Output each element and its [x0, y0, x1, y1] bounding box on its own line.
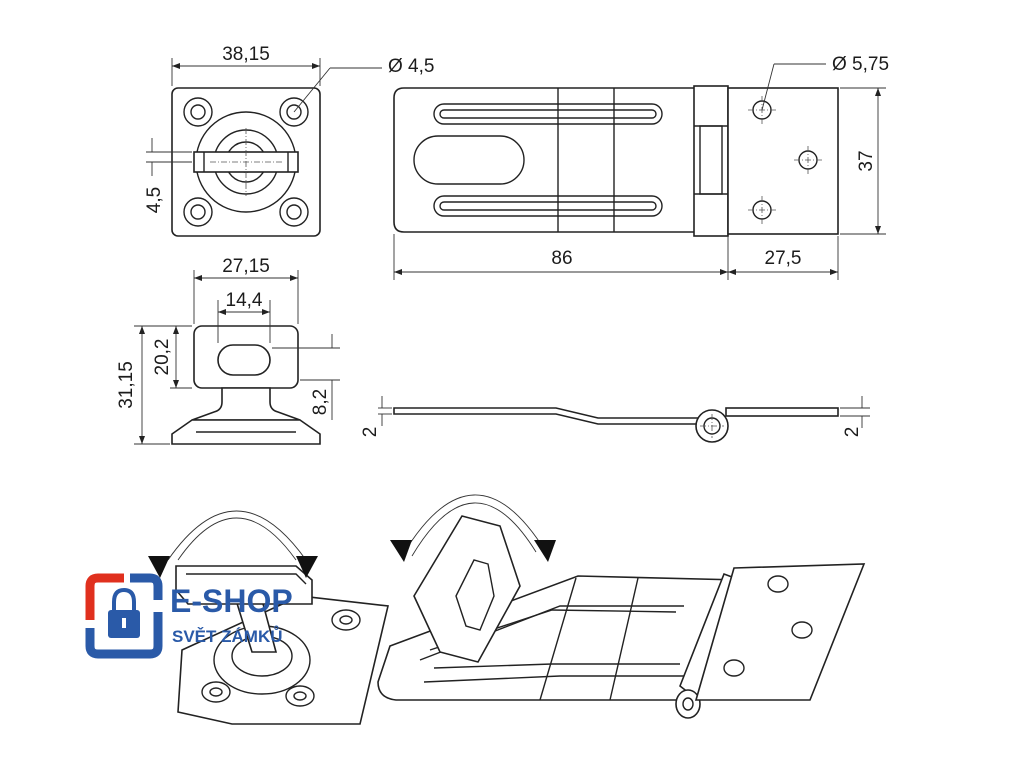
rotation-arrow-icon	[390, 540, 412, 562]
thickness-right-dimension: 2	[840, 396, 870, 437]
hasp-hole-dimension: Ø 5,75	[761, 54, 889, 111]
staple-hole-dimension: Ø 4,5	[293, 56, 434, 113]
hasp-height-dimension: 37	[840, 87, 886, 235]
thickness-right-label: 2	[842, 427, 863, 438]
brand-name: E-SHOP	[170, 583, 293, 619]
thickness-left-dimension: 2	[360, 396, 392, 437]
staple-side-view	[171, 325, 321, 445]
staple-offset-label: 4,5	[144, 187, 165, 213]
rotation-arrow-icon	[296, 556, 318, 578]
rotation-arrow-icon	[148, 556, 170, 578]
hasp-perspective-view	[377, 515, 866, 719]
loop-inner-width-label: 14,4	[226, 290, 263, 311]
hinge-leaf-length-label: 27,5	[765, 248, 802, 269]
rotation-arrow-icon	[534, 540, 556, 562]
loop-inner-width-dimension: 14,4	[217, 290, 271, 343]
staple-offset-dimension: 4,5	[144, 138, 192, 213]
loop-outer-width-label: 27,15	[222, 256, 270, 277]
thickness-left-label: 2	[360, 427, 381, 438]
slot-offset-dimension: 8,2	[272, 334, 340, 420]
staple-perspective-view	[175, 565, 389, 725]
loop-outer-width-dimension: 27,15	[193, 256, 299, 324]
brand-logo: E-SHOP SVĚT ZÁMKŮ	[85, 573, 293, 659]
staple-width-label: 38,15	[222, 44, 270, 65]
total-height-label: 31,15	[116, 361, 137, 409]
loop-height-label: 20,2	[152, 339, 173, 376]
staple-top-view	[171, 87, 321, 237]
hasp-side-view	[393, 407, 839, 443]
loop-height-dimension: 20,2	[152, 326, 192, 389]
slot-offset-label: 8,2	[310, 389, 331, 415]
hasp-length-dimension: 86 27,5	[393, 234, 839, 280]
hasp-rotation-arrow	[390, 494, 556, 562]
staple-hole-label: Ø 4,5	[388, 56, 434, 77]
brand-tagline: SVĚT ZÁMKŮ	[172, 626, 283, 646]
staple-width-dimension: 38,15	[171, 44, 321, 86]
staple-rotation-arrow	[148, 510, 318, 578]
padlock-logo-icon	[108, 587, 140, 638]
hasp-height-label: 37	[856, 150, 877, 171]
total-height-dimension: 31,15	[116, 325, 192, 445]
hasp-hole-label: Ø 5,75	[832, 54, 889, 75]
hasp-length-label: 86	[551, 248, 572, 269]
hasp-top-view	[393, 85, 839, 237]
